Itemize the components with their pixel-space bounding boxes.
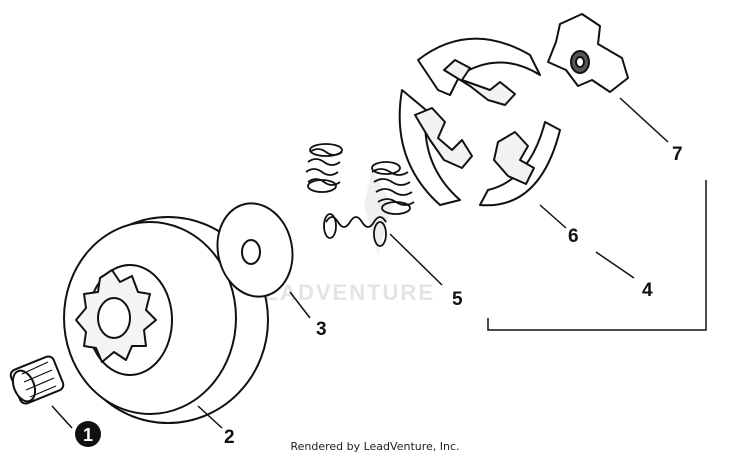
callout-5: 5 bbox=[452, 289, 463, 310]
leader-7 bbox=[619, 97, 669, 143]
callout-1-label: 1 bbox=[83, 425, 93, 445]
needle-bearing bbox=[9, 355, 65, 405]
callout-6: 6 bbox=[568, 226, 579, 247]
clutch-hub bbox=[547, 13, 629, 93]
clutch-drum bbox=[63, 216, 269, 424]
callout-4: 4 bbox=[642, 280, 653, 301]
leader-3 bbox=[289, 291, 311, 319]
leader-lines bbox=[51, 97, 707, 429]
bracket-4 bbox=[487, 180, 707, 331]
leader-5 bbox=[389, 233, 443, 286]
clutch-shoes bbox=[398, 37, 561, 207]
rendered-by-footer: Rendered by LeadVenture, Inc. bbox=[290, 440, 460, 453]
leader-6 bbox=[539, 204, 567, 229]
callout-2: 2 bbox=[224, 427, 235, 448]
callout-3: 3 bbox=[316, 319, 327, 340]
leader-2 bbox=[197, 405, 223, 429]
callout-7: 7 bbox=[672, 144, 683, 165]
leader-4 bbox=[595, 251, 635, 279]
washer bbox=[216, 202, 294, 298]
callout-1: 1 bbox=[75, 421, 101, 447]
clutch-springs bbox=[305, 143, 415, 247]
leader-1 bbox=[51, 405, 73, 429]
